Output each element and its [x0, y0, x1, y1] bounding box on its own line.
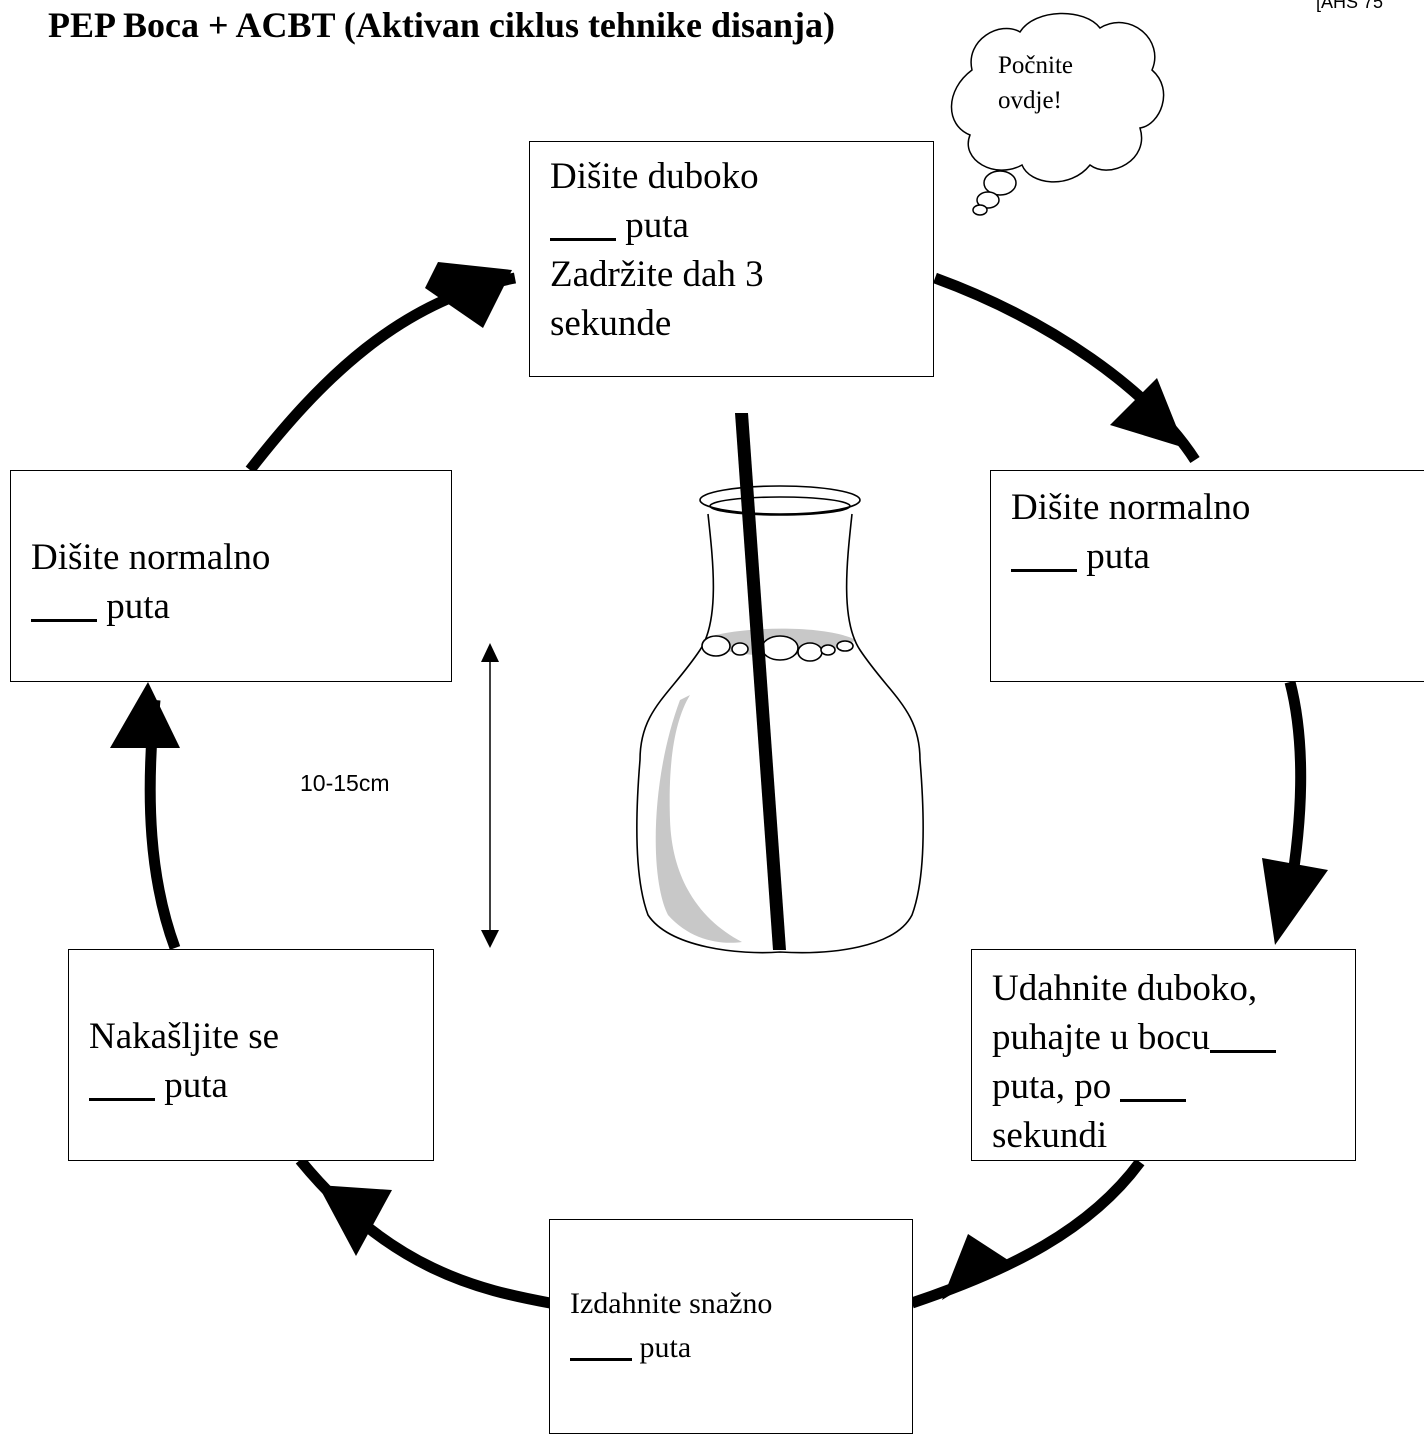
cycle-arc-lower-right	[910, 1158, 1145, 1309]
bottle-rim	[699, 485, 861, 515]
blank-field	[89, 1061, 155, 1101]
bottle-body	[636, 513, 924, 954]
blank-field	[550, 201, 616, 241]
cycle-arc-bottom	[295, 1156, 552, 1309]
step-box-left: Dišite normalno puta	[10, 470, 452, 682]
step-box-bottom: Izdahnite snažno puta	[549, 1219, 913, 1434]
thought-cloud	[950, 12, 1165, 216]
blank-field	[1011, 532, 1077, 572]
arrowhead-right	[1262, 858, 1328, 945]
step-top-line-1: Dišite duboko	[550, 156, 759, 197]
start-note-line-2: ovdje!	[998, 87, 1062, 114]
straw	[735, 413, 786, 950]
step-right-line-2: puta	[1086, 536, 1150, 577]
arrowhead-lower-right	[942, 1234, 1008, 1300]
step-bottom-line-1: Izdahnite snažno	[570, 1287, 773, 1320]
step-top-line-3: Zadržite dah 3	[550, 254, 764, 295]
step-lower-left-line-1: Nakašljite se	[89, 1016, 280, 1057]
step-lower-right-line-4: sekundi	[992, 1115, 1108, 1156]
start-note-line-1: Počnite	[998, 52, 1073, 79]
step-box-lower-left: Nakašljite se puta	[68, 949, 434, 1161]
step-lower-right-line-1: Udahnite duboko,	[992, 968, 1258, 1009]
height-measure-arrow	[481, 643, 499, 948]
reference-code: [AHS 75	[1316, 0, 1384, 12]
page-title: PEP Boca + ACBT (Aktivan ciklus tehnike …	[48, 5, 835, 45]
step-left-line-2: puta	[106, 586, 170, 627]
measurement-label: 10-15cm	[300, 770, 390, 796]
step-lower-right-line-3: puta, po	[992, 1066, 1112, 1107]
bottle-illustration	[636, 413, 924, 954]
water-highlight	[655, 695, 742, 943]
step-right-line-1: Dišite normalno	[1011, 487, 1251, 528]
arrowhead-top-left	[425, 262, 512, 328]
step-box-right: Dišite normalno puta	[990, 470, 1424, 682]
blank-field	[570, 1328, 632, 1361]
start-note: Počnite ovdje!	[998, 48, 1073, 118]
step-lower-left-line-2: puta	[164, 1065, 228, 1106]
step-top-line-4: sekunde	[550, 303, 672, 344]
arrowhead-bottom	[318, 1185, 392, 1256]
bubbles	[701, 635, 854, 662]
step-box-top: Dišite duboko puta Zadržite dah 3 sekund…	[529, 141, 934, 377]
blank-field	[1120, 1062, 1187, 1102]
blank-field	[31, 582, 97, 622]
step-box-lower-right: Udahnite duboko, puhajte u bocu puta, po…	[971, 949, 1356, 1161]
arrowhead-top-right	[1110, 378, 1185, 448]
step-lower-right-line-2: puhajte u bocu	[992, 1017, 1210, 1058]
blank-field	[1209, 1013, 1276, 1053]
step-left-line-1: Dišite normalno	[31, 537, 271, 578]
step-bottom-line-2: puta	[639, 1331, 692, 1364]
step-top-line-2: puta	[625, 205, 689, 246]
arrowhead-left	[110, 682, 180, 748]
